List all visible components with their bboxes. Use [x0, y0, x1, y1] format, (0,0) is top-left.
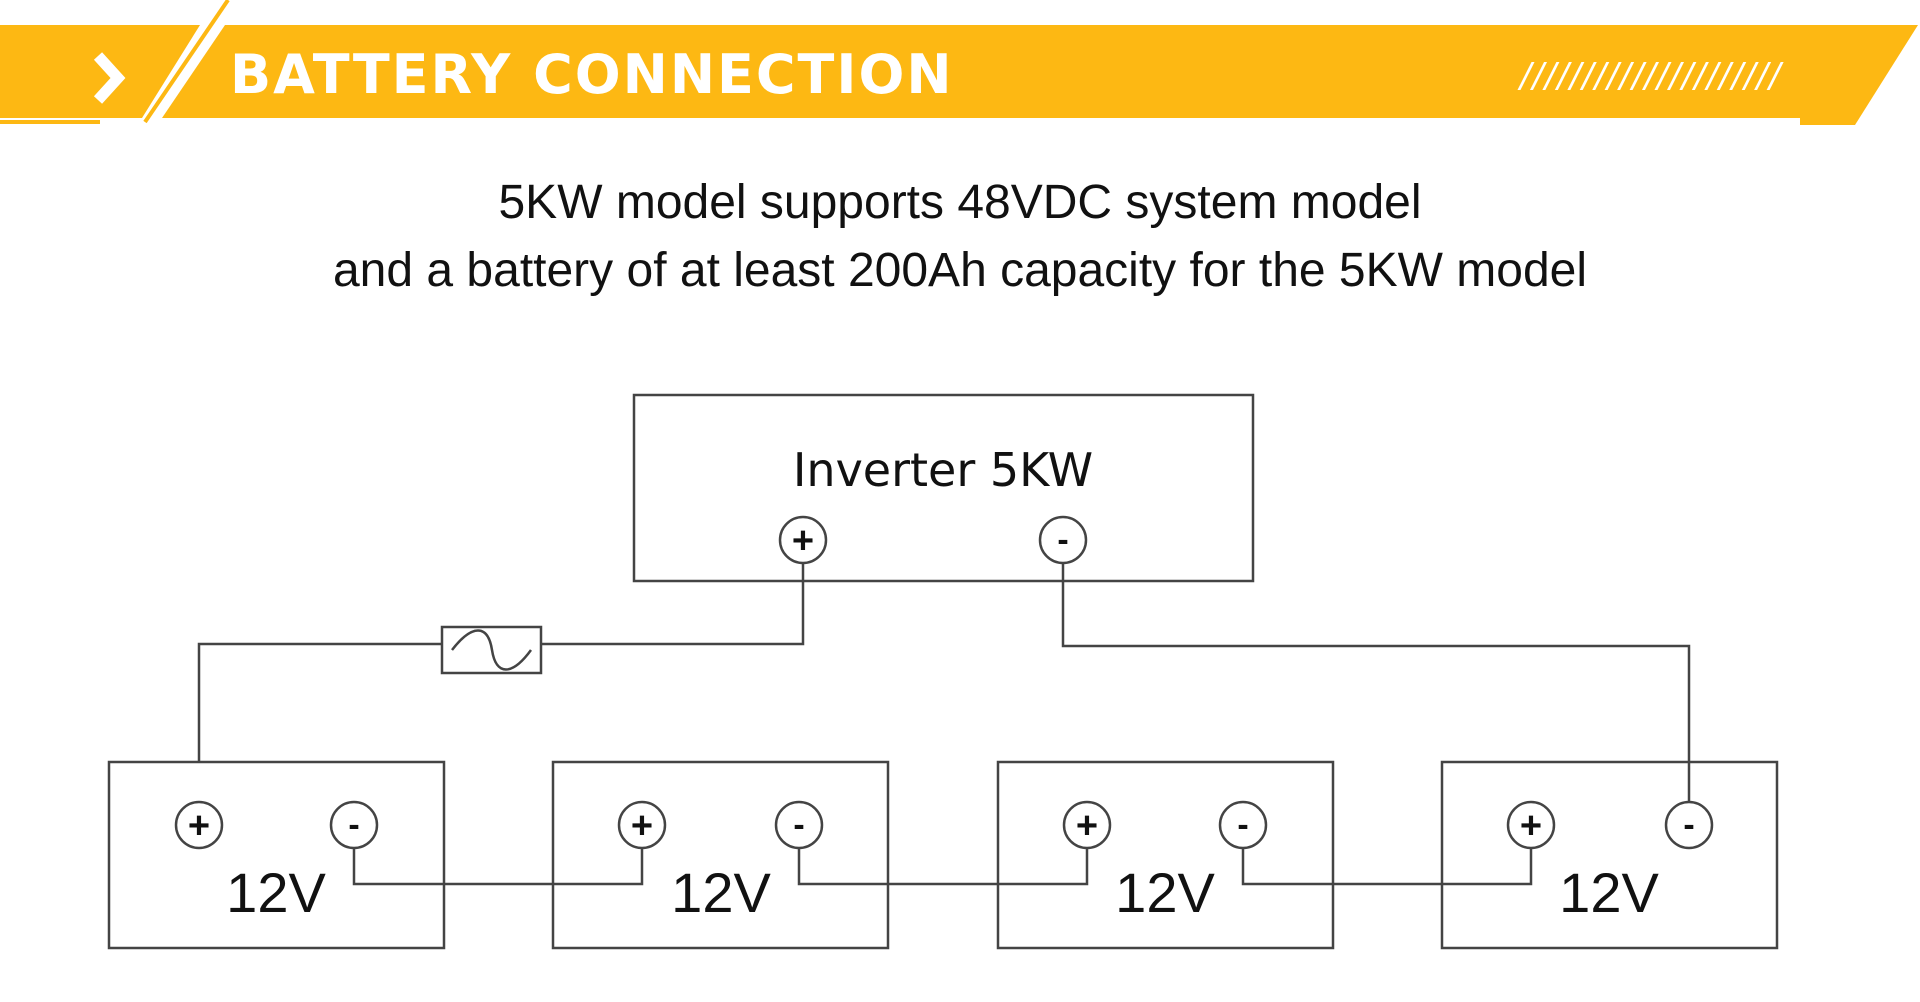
- banner-hatch-decoration: /////////////////////: [1520, 56, 1782, 96]
- chevron-right-icon: [93, 52, 126, 104]
- inverter-box: [632, 393, 1255, 583]
- battery-3-positive-symbol: +: [1076, 805, 1098, 847]
- fuse-icon: [440, 625, 543, 675]
- fuse-wave: [451, 629, 533, 671]
- battery-box-1: [107, 760, 446, 950]
- battery-2-negative-symbol: -: [793, 806, 804, 844]
- positive-wire-to-battery: [197, 642, 442, 762]
- inverter-negative-terminal: -: [1038, 515, 1088, 565]
- negative-wire: [1061, 560, 1691, 805]
- series-link-1-2: [352, 842, 644, 886]
- battery-2: + - 12V: [617, 800, 824, 924]
- inverter-label: Inverter 5KW: [793, 443, 1093, 497]
- banner-slash: [143, 0, 230, 124]
- battery-2-negative-terminal: [774, 800, 824, 850]
- battery-2-label: 12V: [671, 861, 771, 924]
- battery-1-negative-symbol: -: [348, 806, 359, 844]
- battery-4-negative-terminal: [1664, 800, 1714, 850]
- battery-1-label: 12V: [226, 861, 326, 924]
- inverter-negative-symbol: -: [1057, 521, 1068, 559]
- intro-line-1: 5KW model supports 48VDC system model: [498, 176, 1422, 229]
- battery-2-positive-terminal: [617, 800, 667, 850]
- battery-2-positive-symbol: +: [631, 805, 653, 847]
- battery-3: + - 12V: [1062, 800, 1268, 924]
- page-title: BATTERY CONNECTION: [230, 43, 954, 106]
- banner-bar: [0, 25, 200, 118]
- battery-1-positive-symbol: +: [188, 805, 210, 847]
- battery-1-negative-terminal: [329, 800, 379, 850]
- battery-box-4: [1440, 760, 1779, 950]
- battery-box-3: [996, 760, 1335, 950]
- inverter-positive-symbol: +: [792, 520, 814, 562]
- banner-end-tab: [1800, 25, 1918, 125]
- battery-3-label: 12V: [1115, 861, 1215, 924]
- intro-line-2: and a battery of at least 200Ah capacity…: [332, 244, 1588, 297]
- battery-4-label: 12V: [1559, 861, 1659, 924]
- series-link-3-4: [1241, 842, 1533, 886]
- positive-wire: [541, 560, 805, 646]
- battery-4-negative-symbol: -: [1683, 806, 1694, 844]
- battery-4: + - 12V: [1506, 800, 1714, 924]
- series-link-2-3: [797, 842, 1089, 886]
- inverter-positive-terminal: +: [778, 515, 828, 565]
- battery-3-negative-symbol: -: [1237, 806, 1248, 844]
- battery-4-positive-symbol: +: [1520, 805, 1542, 847]
- battery-1: + - 12V: [174, 800, 379, 924]
- header-banner: [0, 0, 1918, 125]
- battery-1-positive-terminal: [174, 800, 224, 850]
- banner-bar-main: [162, 25, 1868, 118]
- battery-3-positive-terminal: [1062, 800, 1112, 850]
- battery-box-2: [551, 760, 890, 950]
- battery-3-negative-terminal: [1218, 800, 1268, 850]
- battery-4-positive-terminal: [1506, 800, 1556, 850]
